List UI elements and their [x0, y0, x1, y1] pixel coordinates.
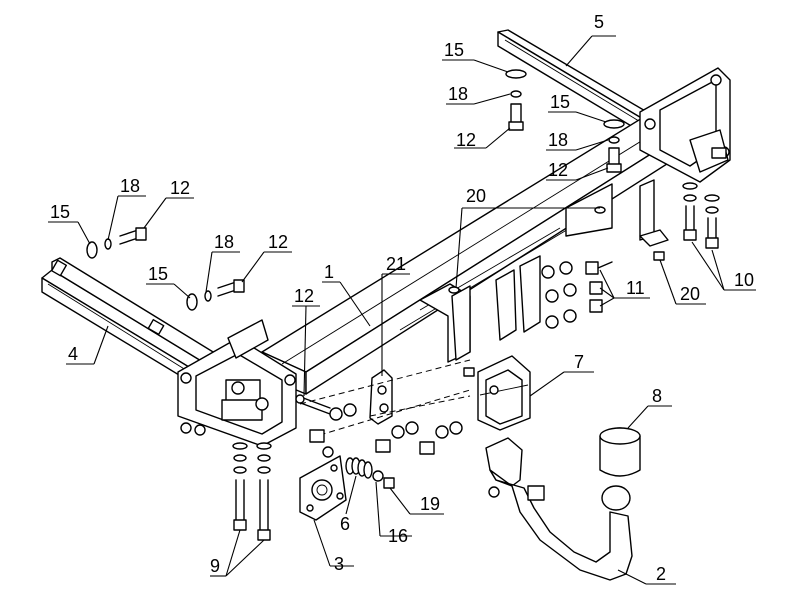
callout-20-a: 20: [466, 186, 486, 206]
callout-3: 3: [334, 554, 344, 574]
callout-15-top-a: 15: [444, 40, 464, 60]
part-10-bolts: [682, 182, 720, 249]
callout-11: 11: [626, 278, 645, 298]
part-3-socket-plate: [299, 455, 347, 521]
callout-labels: 5 15 18 12 15 18 12 18 12 15 18 12 15 20…: [50, 12, 754, 584]
callout-2: 2: [656, 564, 666, 584]
callout-12-left-a: 12: [170, 178, 190, 198]
callout-16: 16: [388, 526, 408, 546]
callout-6: 6: [340, 514, 350, 534]
callout-12-left-b: 12: [268, 232, 288, 252]
callout-15-left-a: 15: [50, 202, 70, 222]
lower-bolts: [309, 403, 463, 458]
callout-13: 12: [294, 286, 314, 306]
nut-20-a: [448, 286, 475, 377]
part-9-bolts: [232, 442, 272, 541]
callout-18-left-b: 18: [214, 232, 234, 252]
callout-1: 1: [324, 262, 334, 282]
left-fasteners-b: [186, 279, 245, 311]
callout-18-top-a: 18: [448, 84, 468, 104]
part-21-link-plate: [369, 369, 393, 425]
pin-13: [295, 394, 331, 415]
callout-7: 7: [574, 352, 584, 372]
top-fasteners-a: [505, 69, 527, 131]
callout-4: 4: [68, 344, 78, 364]
callout-8: 8: [652, 386, 662, 406]
part-8-ball-cover: [599, 427, 641, 477]
callout-20-b: 20: [680, 284, 700, 304]
part-2-tow-arm: [485, 437, 633, 581]
leader-lines: [48, 35, 756, 585]
fasteners-11: [541, 261, 613, 329]
part-6-spring: [345, 457, 373, 479]
callout-9: 9: [210, 556, 220, 576]
callout-5: 5: [594, 12, 604, 32]
part-1-crossbar: [261, 111, 693, 395]
part-7-coupling-housing: [477, 355, 531, 431]
callout-18-left-a: 18: [120, 176, 140, 196]
callout-18-top-b: 18: [548, 130, 568, 150]
left-fasteners-a: [86, 227, 147, 259]
callout-15-left-b: 15: [148, 264, 168, 284]
left-mounting-plate: [177, 319, 297, 447]
callout-12-top-a: 12: [456, 130, 476, 150]
callout-15-top-b: 15: [550, 92, 570, 112]
part-16-washer: [372, 470, 384, 482]
part-19-nut: [383, 477, 395, 489]
callout-19: 19: [420, 494, 440, 514]
callout-21: 21: [386, 254, 406, 274]
assembly-dashed-lines: [299, 359, 471, 439]
callout-10: 10: [734, 270, 754, 290]
top-fasteners-b: [603, 119, 625, 173]
right-mounting-plate: [639, 67, 731, 183]
callout-12-top-b: 12: [548, 160, 568, 180]
crossbar-brackets: [419, 179, 669, 363]
